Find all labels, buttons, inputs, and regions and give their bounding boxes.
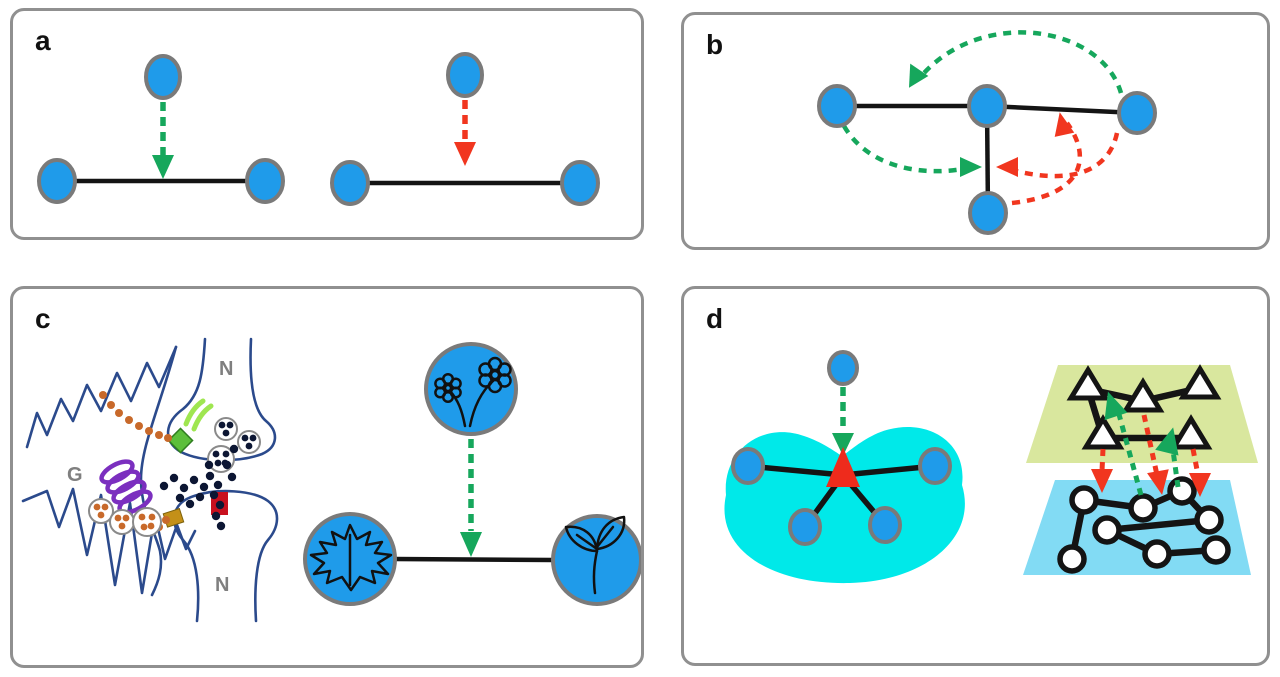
astrocyte-upper-outline — [25, 345, 178, 449]
panel-b: b — [681, 12, 1270, 250]
triangle-node-icon — [1066, 365, 1110, 401]
cyan-blob — [724, 427, 965, 584]
triangle-graph — [1066, 364, 1222, 450]
bottom-neuron-label: N — [215, 574, 229, 596]
circle-node-icon — [1167, 476, 1197, 506]
circle-graph — [1057, 476, 1231, 574]
graph-node — [37, 158, 77, 204]
graph-node — [788, 508, 822, 546]
panel-a: a — [10, 8, 644, 240]
graph-node-flower — [424, 342, 518, 436]
green-arrowhead-icon — [960, 157, 982, 177]
motif-green-attach — [37, 54, 285, 204]
red-arrowhead-icon — [1147, 469, 1169, 495]
red-triangle-anchor-icon — [826, 447, 860, 487]
astrocyte-vesicles — [88, 498, 162, 537]
green-arrowhead-icon — [1104, 391, 1128, 421]
red-dashed-arrow — [1141, 414, 1160, 476]
green-arrowhead-icon — [832, 433, 854, 456]
graph-node — [868, 506, 902, 544]
green-arrowhead-icon — [152, 155, 174, 179]
graph-node — [1117, 91, 1157, 135]
motif-red-attach — [330, 52, 600, 206]
graph-node — [446, 52, 484, 98]
panel-a-canvas — [37, 52, 600, 206]
graph-node — [144, 54, 182, 100]
sprout-icon — [564, 515, 626, 595]
panel-c-canvas: N G N — [21, 337, 641, 623]
circle-node-icon — [1092, 515, 1122, 545]
circle-node-icon — [1057, 544, 1087, 574]
postsynaptic-neuron-outline — [172, 489, 279, 623]
triangle-node-icon — [1121, 377, 1165, 413]
green-dashed-arrow — [1114, 406, 1144, 496]
plant-graph — [303, 342, 641, 606]
red-dashed-arrow — [1190, 448, 1201, 476]
graph-node — [245, 158, 285, 204]
green-arrowhead-icon — [1155, 427, 1179, 456]
triangle-node-icon — [1178, 364, 1222, 400]
red-arrowhead-icon — [996, 157, 1018, 177]
green-arrowhead-icon — [909, 63, 929, 88]
circle-node-icon — [1069, 485, 1099, 515]
panel-d-canvas — [724, 350, 1258, 584]
panel-b-canvas — [817, 30, 1157, 235]
red-arrowhead-icon — [1189, 473, 1211, 497]
gliotransmitter-dots — [99, 391, 172, 531]
flower-icon — [434, 356, 512, 428]
cross-layer-arrows — [1091, 391, 1211, 497]
blob-star-motif — [724, 350, 965, 584]
maple-leaf-icon — [309, 523, 393, 592]
panel-a-label: a — [35, 25, 51, 56]
red-dashed-arrow — [1011, 121, 1083, 206]
panel-c: c N G N — [10, 286, 644, 668]
graph-node — [967, 84, 1007, 128]
graph-node — [918, 447, 952, 485]
green-dashed-arrow — [922, 30, 1124, 94]
circle-node-icon — [1201, 535, 1231, 565]
neurotransmitter-dots — [159, 444, 239, 531]
panel-b-label: b — [706, 29, 724, 60]
astrocyte-lower-outline — [21, 487, 197, 595]
panel-d-label: d — [706, 303, 724, 334]
triangle-node-icon — [1169, 414, 1213, 450]
graph-edge — [394, 556, 554, 563]
layer-alignment-motif — [1023, 364, 1258, 575]
graph-nodes — [817, 84, 1157, 235]
panel-c-label: c — [35, 303, 51, 334]
graph-node — [330, 160, 370, 206]
graph-node — [560, 160, 600, 206]
diamond-receptor-icon — [167, 427, 194, 454]
top-neuron-label: N — [219, 358, 233, 380]
squiggle-receptor-icon — [183, 398, 214, 432]
graph-node — [817, 84, 857, 128]
tripartite-synapse-illustration: N G N — [21, 337, 279, 623]
circle-node-icon — [1194, 505, 1224, 535]
graph-node — [968, 191, 1008, 235]
red-arrowhead-icon — [1054, 112, 1075, 137]
red-dashed-arrow — [1015, 132, 1120, 179]
red-dashed-arrow — [1099, 448, 1106, 472]
triangle-node-icon — [1081, 414, 1125, 450]
green-dashed-arrow — [842, 124, 969, 174]
graph-node — [827, 350, 859, 386]
circle-node-icon — [1128, 493, 1158, 523]
graph-edge — [986, 103, 1138, 116]
green-arrowhead-icon — [460, 532, 482, 557]
circle-node-icon — [1142, 539, 1172, 569]
red-arrowhead-icon — [1091, 469, 1113, 493]
red-arrowhead-icon — [454, 142, 476, 166]
glia-label: G — [67, 464, 83, 486]
panel-d: d — [681, 286, 1270, 666]
graph-node — [731, 447, 765, 485]
